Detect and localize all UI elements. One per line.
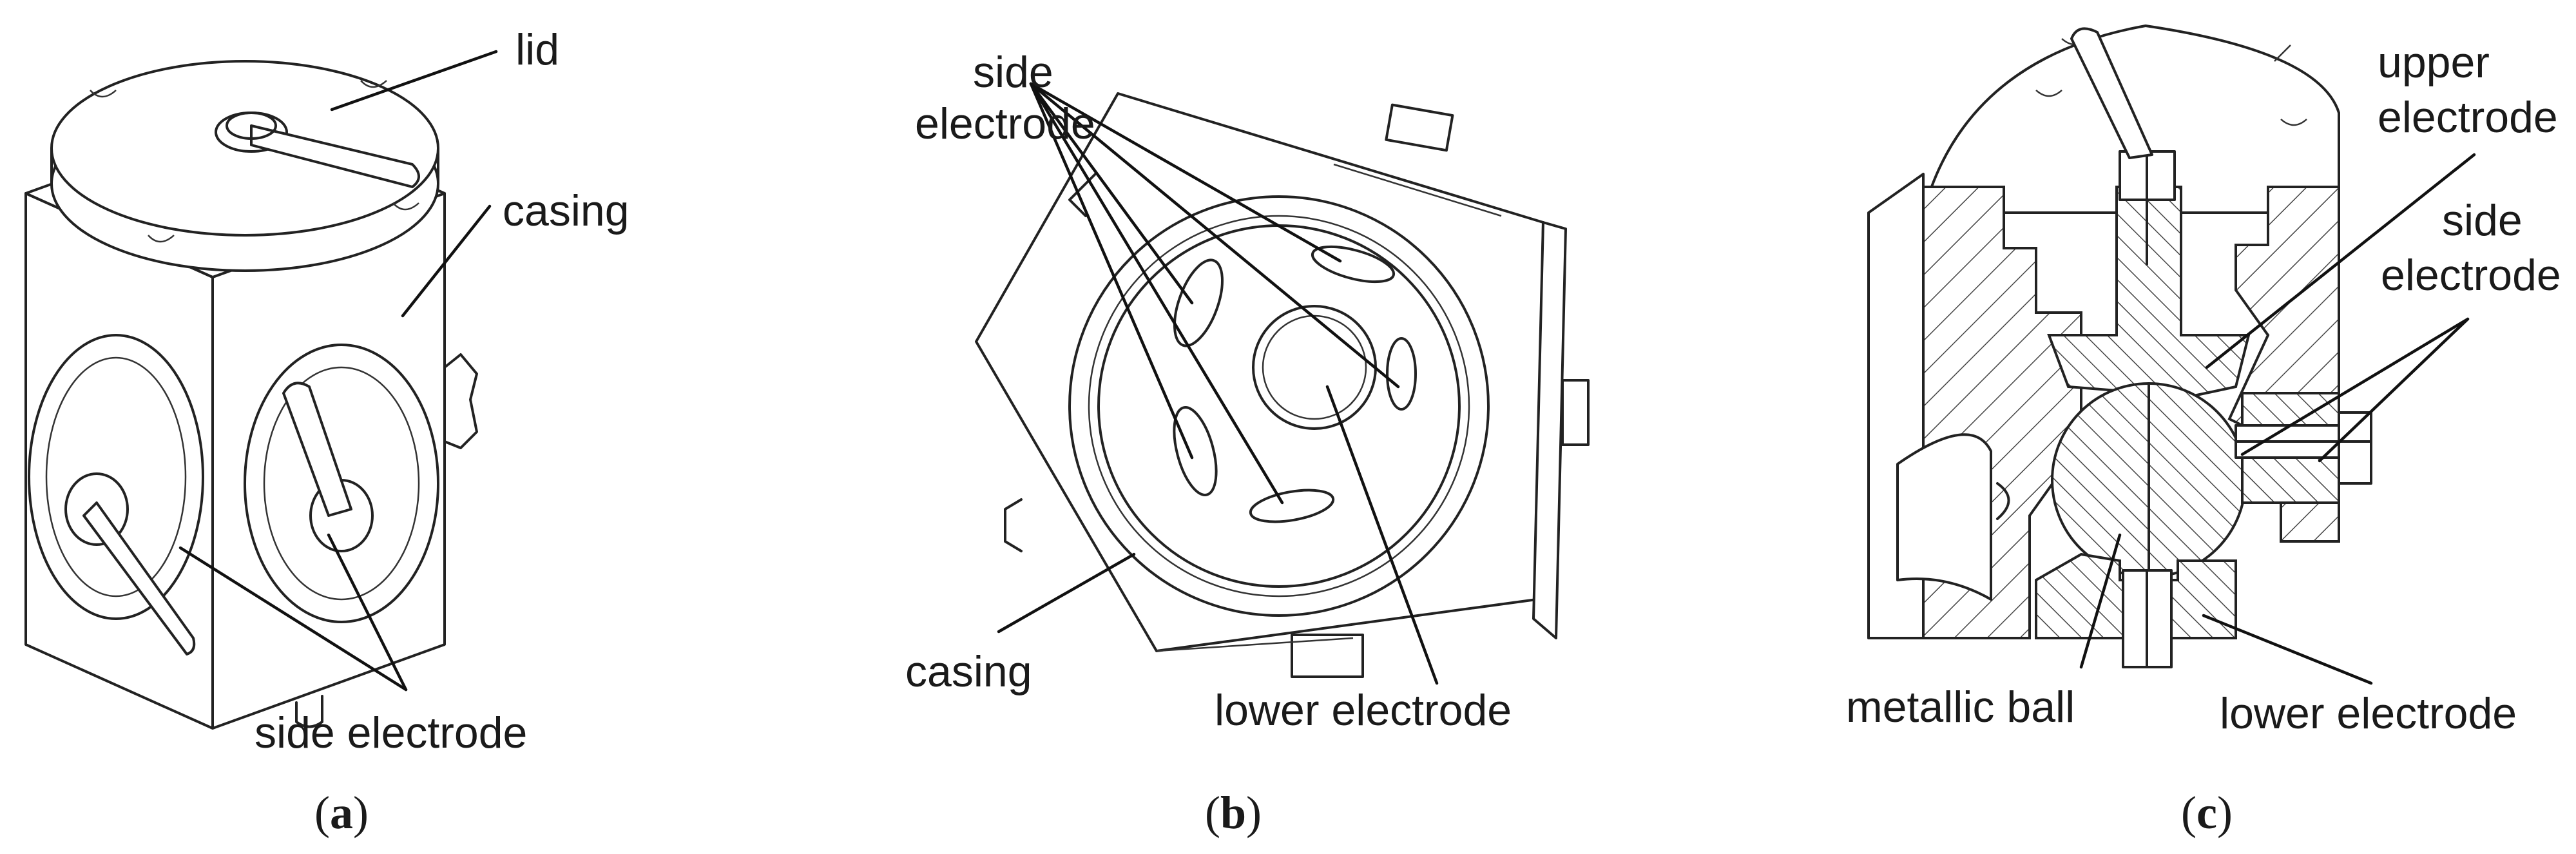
panel-a-device-drawing (24, 60, 478, 730)
label-upper-electrode-line2: electrode (2378, 93, 2558, 142)
label-lower-electrode-c: lower electrode (2220, 689, 2517, 738)
leader-lid (330, 50, 498, 112)
leader-side-electrode-c2 (2318, 317, 2470, 463)
panel-c: upper electrode side electrode metallic … (1846, 24, 2561, 839)
label-side-electrode-c-line1: side (2442, 196, 2523, 245)
label-upper-electrode-line1: upper (2378, 38, 2490, 87)
panel-c-cross-section (1867, 24, 2372, 668)
leader-casing-b (997, 552, 1136, 634)
panel-a: lid casing side electrode (a) (24, 25, 630, 839)
label-side-electrode-c-line2: electrode (2381, 251, 2561, 300)
leader-side-electrode-b5 (1029, 82, 1284, 505)
label-lower-electrode-b: lower electrode (1215, 686, 1512, 735)
label-metallic-ball: metallic ball (1846, 683, 2075, 732)
leader-side-electrode-c1 (2240, 317, 2470, 456)
caption-a: (a) (314, 787, 369, 839)
caption-b: (b) (1205, 787, 1262, 839)
label-casing-b: casing (905, 647, 1032, 696)
leader-lower-electrode-b (1325, 385, 1439, 685)
label-lid: lid (515, 25, 559, 74)
leader-side-electrode-a1 (178, 546, 408, 692)
label-side-electrode-b-line1: side (973, 48, 1053, 97)
leader-side-electrode-b3 (1029, 82, 1400, 389)
panel-b: side electrode casing lower electrode (b… (905, 48, 1590, 839)
leader-metallic-ball (2079, 533, 2122, 669)
caption-c: (c) (2181, 787, 2233, 839)
leader-casing (401, 204, 492, 318)
leader-side-electrode-b1 (1029, 82, 1194, 305)
leader-lower-electrode-c (2202, 614, 2373, 685)
leader-side-electrode-b2 (1029, 82, 1342, 263)
leader-upper-electrode (2205, 153, 2476, 369)
panel-b-device-drawing (975, 92, 1590, 678)
label-casing: casing (503, 186, 630, 235)
label-side-electrode: side electrode (255, 708, 527, 757)
leader-side-electrode-a2 (327, 533, 408, 692)
label-side-electrode-b-line2: electrode (915, 99, 1095, 148)
leader-side-electrode-b4 (1029, 82, 1194, 460)
